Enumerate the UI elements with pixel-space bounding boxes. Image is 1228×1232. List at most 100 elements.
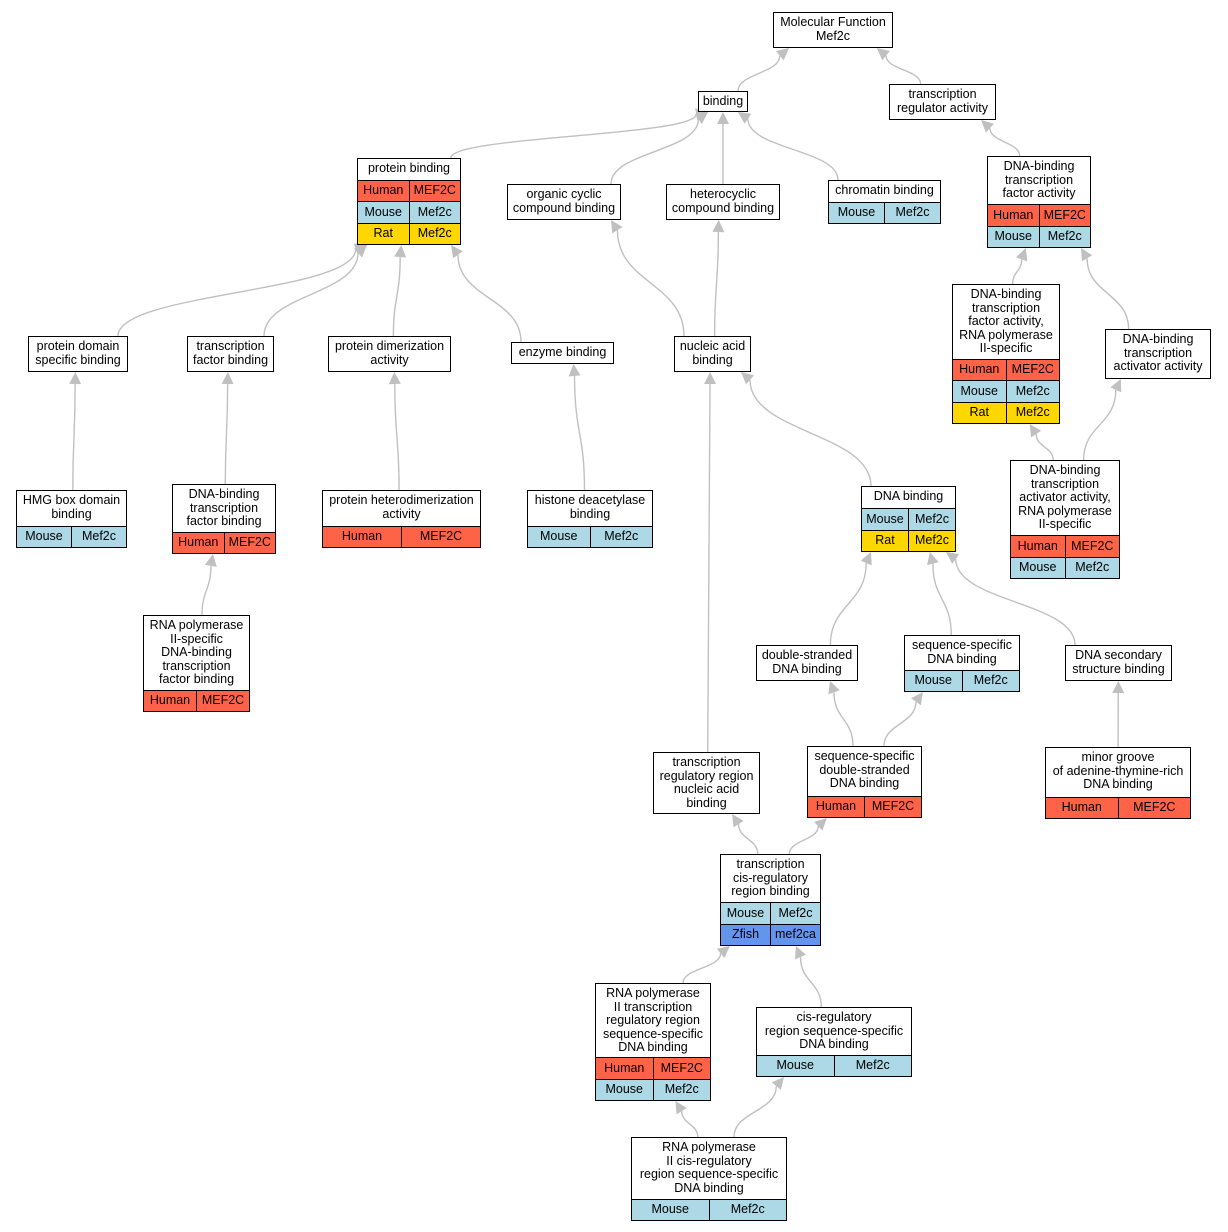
arrowhead-eb-to-pb	[451, 245, 463, 259]
gene-symbol: Mef2c	[408, 202, 461, 223]
edge-occb-to-binding	[610, 119, 700, 185]
edge-phda-to-pda	[394, 383, 400, 491]
arrowhead-hdb-to-eb	[568, 364, 581, 377]
species-label: Mouse	[25, 529, 63, 543]
gene-symbol: Mef2c	[908, 530, 955, 551]
species-label: Human	[1017, 538, 1058, 553]
node-title-line: sequence-specific	[911, 638, 1013, 652]
node-title-line: factor binding	[186, 514, 262, 528]
edge-tra-to-mf	[885, 55, 922, 85]
arrowhead-dbtaa2-to-dbtaa	[1110, 379, 1122, 393]
node-title-line: compound binding	[671, 200, 775, 215]
gene-symbol: Mef2c	[71, 526, 126, 547]
edge-ssdb-to-dnab	[932, 563, 952, 636]
node-eb[interactable]: enzyme binding	[511, 342, 614, 364]
node-title-line: factor activity	[1002, 186, 1076, 200]
node-title-line: RNA polymerase	[662, 1140, 756, 1154]
edge-tcrrb-to-ssdsdb	[788, 826, 819, 855]
node-title-line: DNA secondary	[1075, 648, 1162, 662]
node-title-line: binding	[702, 94, 744, 108]
edge-crrss-to-tcrrb	[799, 957, 822, 1008]
arrowhead-rnap2trr-to-tcrrb	[716, 946, 730, 959]
arrowhead-dbtfa2-to-dbtfa	[1016, 248, 1028, 262]
node-title-line: cis-regulatory	[732, 870, 809, 885]
edge-dbtfa2-to-dbtfa	[1011, 259, 1023, 285]
edge-tcrrb-to-trrnab	[737, 824, 759, 855]
arrowhead-tfb-to-pb	[354, 245, 367, 258]
node-title-line: DNA-binding	[1029, 463, 1101, 477]
arrowhead-ssdsdb-to-ssdb	[911, 692, 923, 706]
node-title-line: DNA binding	[829, 776, 900, 790]
node-title-line: sequence-specific	[602, 1026, 704, 1041]
node-title-line: factor binding	[158, 672, 235, 686]
node-title-line: of adenine-thymine-rich	[1052, 763, 1184, 778]
species-table: Mouse Mef2c	[17, 525, 126, 547]
node-title-line: DNA binding	[799, 1037, 869, 1051]
edge-ssdsdb-to-dsdb	[833, 692, 854, 747]
node-title-line: binding	[51, 506, 92, 521]
node-title-line: II-specific	[170, 631, 223, 646]
gene-symbol: MEF2C	[408, 180, 461, 201]
node-title: chromatin binding	[829, 181, 940, 200]
node-title-line: II-specific	[979, 341, 1033, 355]
node-title-line: transcription	[971, 300, 1041, 315]
arrowhead-occb-to-binding	[694, 112, 708, 124]
gene-symbol: Mef2c	[1064, 557, 1120, 578]
node-title: enzyme binding	[512, 343, 613, 362]
node-title-line: DNA binding	[772, 661, 842, 676]
node-title-line: II-specific	[1038, 517, 1092, 531]
node-binding[interactable]: binding	[698, 91, 748, 112]
arrowhead-hmg-to-pdsb	[69, 372, 82, 385]
node-title-line: specific binding	[35, 352, 121, 367]
node-title-line: region sequence-specific	[764, 1023, 904, 1038]
